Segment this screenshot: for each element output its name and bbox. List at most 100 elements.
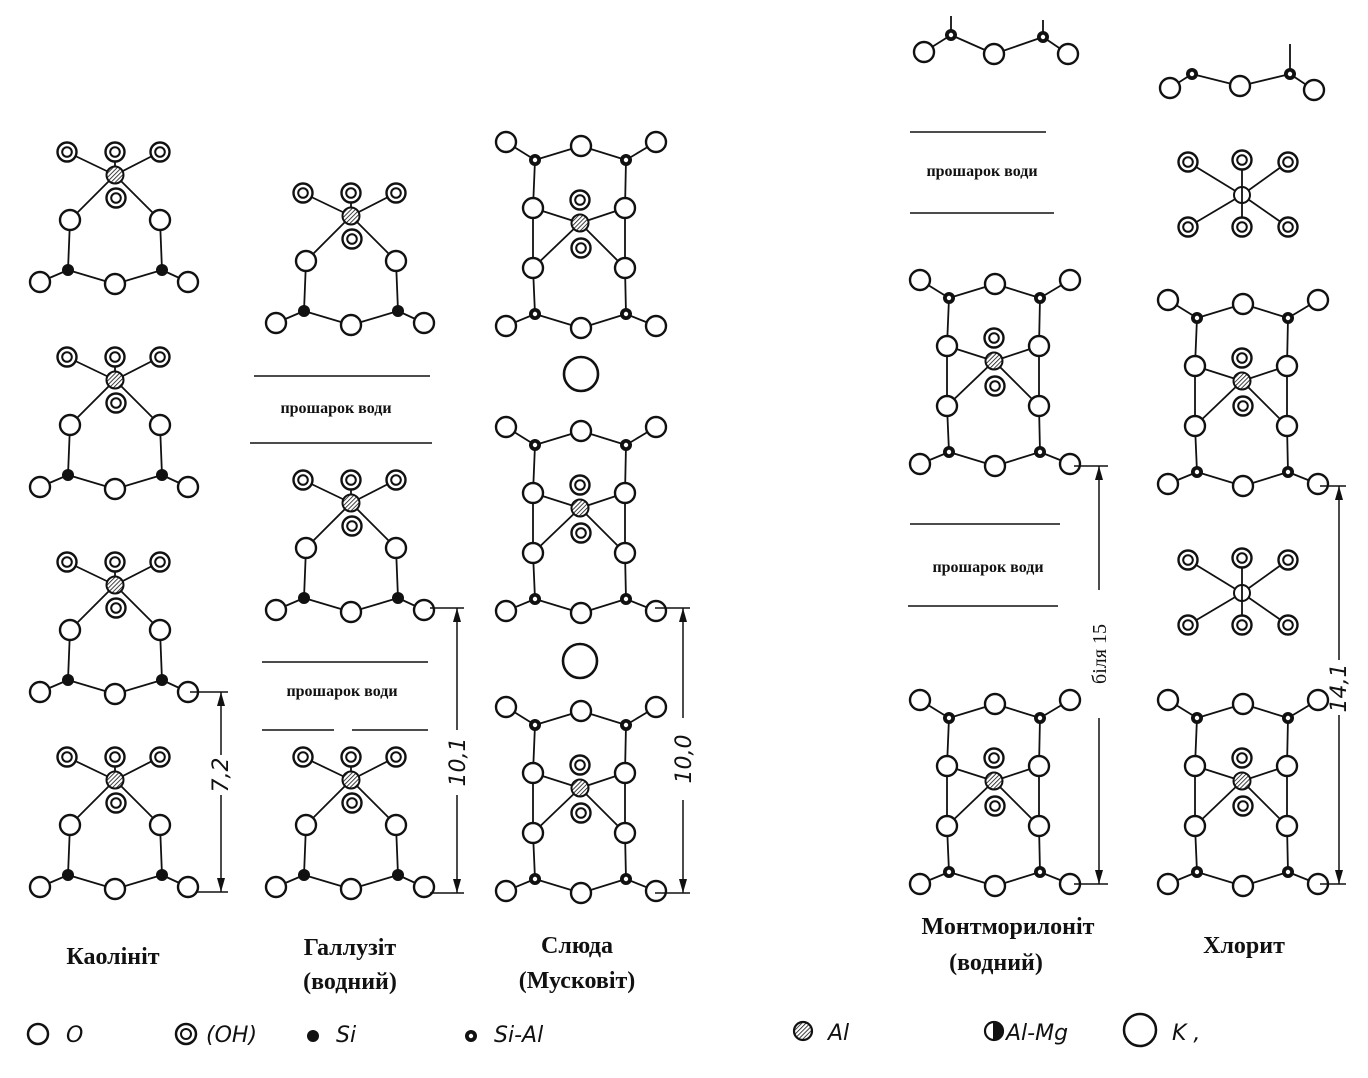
oxygen-atom — [1058, 688, 1082, 712]
oxygen-atom — [908, 452, 932, 476]
hydroxyl-atom — [292, 746, 314, 768]
hydroxyl-atom — [385, 469, 407, 491]
oxygen-atom — [1027, 394, 1051, 418]
oxygen-atom — [613, 821, 637, 845]
silicon-atom — [62, 674, 74, 686]
silicon-atom — [62, 469, 74, 481]
oxygen-atom — [1156, 288, 1180, 312]
legend-aluminium-magnesium: Al-Mg — [983, 1020, 1068, 1046]
oxygen-atom — [494, 314, 518, 338]
dim-kaolinite: 7,2 — [209, 758, 234, 793]
oxygen-atom — [412, 311, 436, 335]
oxygen-atom — [569, 601, 593, 625]
oxygen-atom — [58, 618, 82, 642]
montmorillonite-unit-2 — [908, 688, 1082, 898]
aluminium-magnesium-atom — [1233, 584, 1251, 602]
oxygen-atom — [569, 316, 593, 340]
silicon-aluminium-atom — [945, 29, 957, 41]
oxygen-atom — [1183, 414, 1207, 438]
hydroxyl-atom — [149, 746, 171, 768]
oxygen-atom — [644, 130, 668, 154]
silicon-aluminium-atom — [620, 873, 632, 885]
oxygen-atom — [103, 682, 127, 706]
silicon-aluminium-atom — [1282, 466, 1294, 478]
silicon-atom — [298, 869, 310, 881]
kaolinite-unit-3 — [28, 551, 200, 706]
hydroxyl-atom — [149, 551, 171, 573]
aluminium-atom — [105, 575, 125, 595]
aluminium-atom — [570, 778, 590, 798]
oxygen-atom — [908, 688, 932, 712]
oxygen-atom — [935, 814, 959, 838]
oxygen-atom — [1275, 814, 1299, 838]
chlorite-brucite-sheet-1 — [1177, 149, 1299, 238]
silicon-symbol-icon — [307, 1030, 319, 1042]
oxygen-atom — [412, 875, 436, 899]
oxygen-atom — [644, 879, 668, 903]
oxygen-atom — [1156, 472, 1180, 496]
silicon-aluminium-atom — [620, 154, 632, 166]
oxygen-atom — [294, 536, 318, 560]
oxygen-atom — [521, 196, 545, 220]
legend-potassium-label: K , — [1172, 1021, 1200, 1046]
legend-hydroxyl: (OH) — [174, 1022, 257, 1048]
hydroxyl-symbol-icon — [174, 1022, 198, 1046]
montmorillonite-top-fragment — [912, 16, 1080, 66]
oxygen-atom — [294, 249, 318, 273]
silicon-aluminium-atom — [1034, 446, 1046, 458]
halloysite-unit-2 — [264, 469, 436, 624]
silicon-aluminium-atom — [943, 446, 955, 458]
silicon-aluminium-atom — [1282, 312, 1294, 324]
oxygen-atom — [58, 813, 82, 837]
hydroxyl-atom — [341, 228, 363, 250]
silicon-aluminium-atom — [1191, 312, 1203, 324]
legend-aluminium-magnesium-label: Al-Mg — [1004, 1021, 1068, 1046]
oxygen-atom — [412, 598, 436, 622]
dim-mica: 10,0 — [672, 735, 697, 784]
legend-oxygen-label: O — [66, 1023, 83, 1048]
oxygen-atom — [58, 208, 82, 232]
oxygen-atom — [264, 875, 288, 899]
hydroxyl-atom — [104, 551, 126, 573]
oxygen-atom — [384, 536, 408, 560]
aluminium-symbol-icon — [792, 1020, 814, 1042]
oxygen-atom — [1183, 354, 1207, 378]
oxygen-atom — [521, 541, 545, 565]
oxygen-atom — [148, 208, 172, 232]
label-mica: Слюда — [541, 933, 613, 959]
oxygen-atom — [644, 314, 668, 338]
oxygen-atom — [613, 256, 637, 280]
hydroxyl-atom — [105, 187, 127, 209]
oxygen-atom — [1156, 872, 1180, 896]
hydroxyl-atom — [149, 346, 171, 368]
oxygen-atom — [148, 618, 172, 642]
silicon-aluminium-atom — [1282, 712, 1294, 724]
dimension-labels: 7,2 10,1 10,0 біля 15 14,1 — [209, 624, 1352, 792]
water-layer-label-montmorillonite-2: прошарок води — [932, 559, 1043, 576]
silicon-aluminium-atom — [1034, 866, 1046, 878]
halloysite-unit-3 — [264, 746, 436, 901]
oxygen-atom — [103, 877, 127, 901]
montmorillonite-unit-1 — [908, 268, 1082, 478]
oxygen-atom — [1058, 452, 1082, 476]
hydroxyl-atom — [983, 327, 1005, 349]
oxygen-atom — [264, 311, 288, 335]
oxygen-atom — [613, 196, 637, 220]
aluminium-magnesium-symbol-icon — [983, 1020, 1005, 1042]
label-halloysite: Галлузіт — [304, 935, 397, 961]
oxygen-atom — [1306, 472, 1330, 496]
oxygen-atom — [103, 477, 127, 501]
kaolinite-unit-1 — [28, 141, 200, 296]
aluminium-atom — [1232, 371, 1252, 391]
hydroxyl-atom — [570, 802, 592, 824]
silicon-aluminium-atom — [1034, 712, 1046, 724]
legend-hydroxyl-label: (OH) — [206, 1023, 257, 1048]
silicon-aluminium-atom — [529, 439, 541, 451]
hydroxyl-atom — [104, 141, 126, 163]
legend-silicon-label: Si — [336, 1023, 356, 1048]
hydroxyl-atom — [1231, 347, 1253, 369]
oxygen-atom — [1275, 414, 1299, 438]
hydroxyl-atom — [385, 746, 407, 768]
structures — [28, 16, 1330, 905]
chlorite-unit-2 — [1156, 688, 1330, 898]
